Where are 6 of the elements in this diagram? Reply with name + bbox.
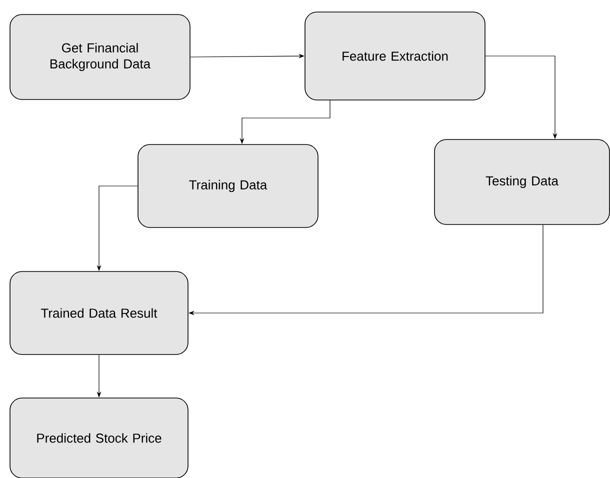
- process-box: Feature Extraction: [304, 12, 486, 100]
- process-box: Trained Data Result: [10, 271, 188, 355]
- process-box: Get Financial Background Data: [10, 14, 190, 100]
- process-box: Training Data: [138, 144, 318, 228]
- process-box: Testing Data: [434, 139, 610, 225]
- process-box: Predicted Stock Price: [10, 398, 188, 478]
